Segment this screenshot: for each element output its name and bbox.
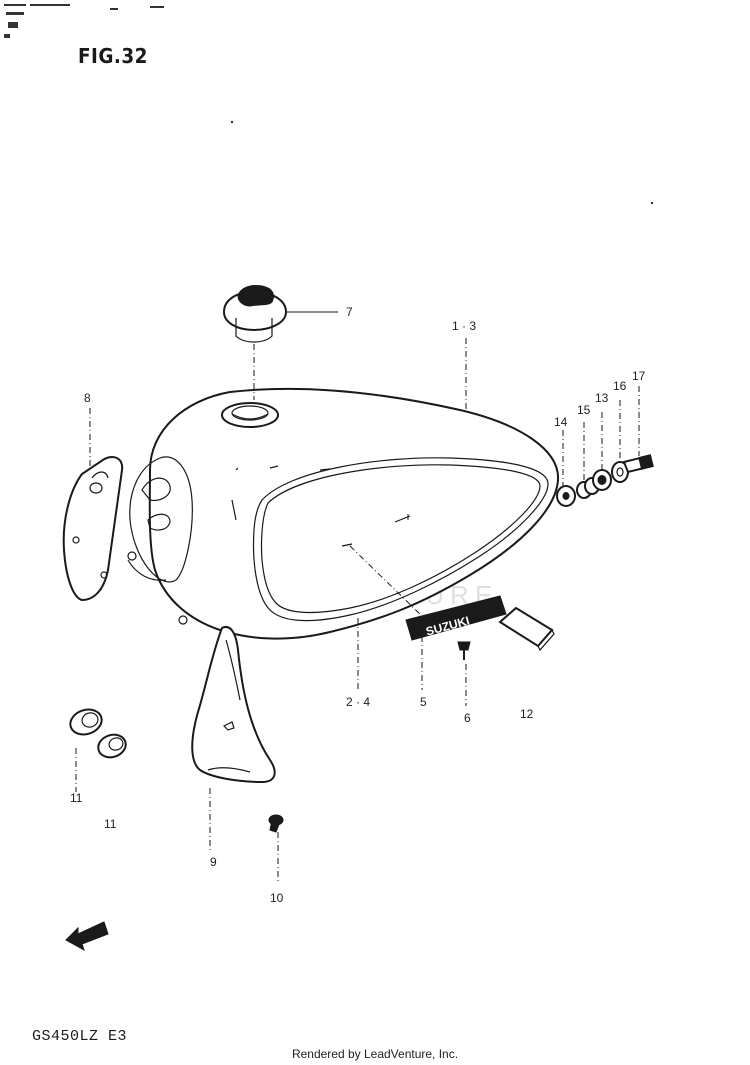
callout-labels: 7 1 · 3 8 14 15 13 16 17 2 · 4 5 6 12 11… xyxy=(70,305,646,905)
side-cover xyxy=(62,455,124,602)
callout-16: 16 xyxy=(613,379,627,393)
callout-8: 8 xyxy=(84,391,91,405)
scan-specks xyxy=(4,4,654,205)
front-direction-arrow-icon xyxy=(65,921,109,952)
bolt-17 xyxy=(622,454,654,474)
callout-11-right: 11 xyxy=(104,817,117,831)
callout-15: 15 xyxy=(577,403,591,417)
callout-6: 6 xyxy=(464,711,471,725)
emblem-screw xyxy=(457,641,471,660)
callout-17: 17 xyxy=(632,369,646,383)
callout-10: 10 xyxy=(270,891,284,905)
damper-rubber-right xyxy=(97,733,127,759)
callout-2-4: 2 · 4 xyxy=(346,695,370,709)
cushion-pad xyxy=(498,606,555,652)
leader-lines xyxy=(75,311,640,884)
leg-shield-panel xyxy=(191,626,276,784)
model-code: GS450LZ E3 xyxy=(32,1028,128,1045)
fuel-tank xyxy=(127,387,560,640)
spacer-15 xyxy=(576,477,600,499)
callout-13: 13 xyxy=(595,391,609,405)
fuel-cap xyxy=(222,285,288,343)
damper-rubber-left xyxy=(69,708,103,736)
callout-7: 7 xyxy=(346,305,353,319)
figure-title: FIG.32 xyxy=(78,44,148,68)
callout-5: 5 xyxy=(420,695,427,709)
callout-9: 9 xyxy=(210,855,217,869)
callout-14: 14 xyxy=(554,415,568,429)
callout-12: 12 xyxy=(520,707,534,721)
washer-14 xyxy=(556,485,576,507)
callout-11-left: 11 xyxy=(70,791,83,805)
screw-10 xyxy=(268,814,284,833)
callout-1-3: 1 · 3 xyxy=(452,319,476,333)
footer-credit: Rendered by LeadVenture, Inc. xyxy=(291,1047,459,1061)
cushion-13 xyxy=(592,469,612,491)
